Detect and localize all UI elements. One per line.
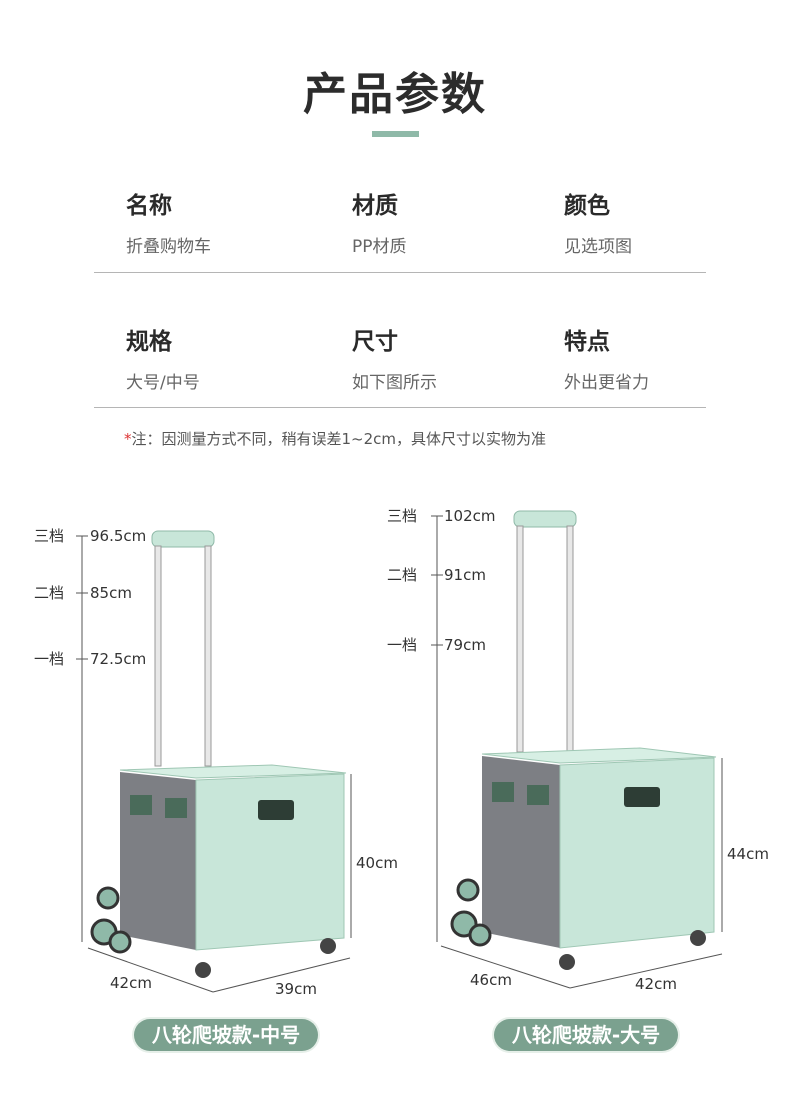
title-underline (372, 131, 419, 137)
handle-grip (513, 510, 577, 528)
model-badge-large: 八轮爬坡款-大号 (494, 1019, 678, 1051)
handle-slot (258, 800, 294, 820)
note-star: * (124, 430, 132, 448)
depth-dim-line (440, 945, 571, 989)
level-height: 85cm (90, 584, 132, 602)
spec-color: 颜色 见选项图 (564, 186, 632, 257)
spec-value: 见选项图 (564, 237, 632, 257)
box-depth: 46cm (470, 971, 512, 989)
stair-wheel (108, 930, 132, 954)
handle-slot (624, 787, 660, 807)
spec-label: 规格 (126, 329, 172, 355)
measurement-note: *注：因测量方式不同，稍有误差1~2cm，具体尺寸以实物为准 (124, 428, 546, 449)
product-illustrations: 三档 96.5cm 二档 85cm 一档 72.5cm 40cm 42cm (34, 507, 769, 998)
handle-pole (566, 525, 574, 753)
box-front-panel (559, 757, 715, 949)
level-label: 三档 (34, 527, 64, 545)
spec-value: 外出更省力 (564, 373, 649, 393)
level-height: 102cm (444, 507, 496, 525)
spec-value: 大号/中号 (126, 373, 200, 393)
handle-grip (151, 530, 215, 548)
level-height: 79cm (444, 636, 486, 654)
box-height: 40cm (356, 854, 398, 872)
cart-large: 三档 102cm 二档 91cm 一档 79cm 44cm 46cm 42cm (387, 507, 769, 993)
stair-wheel (96, 886, 120, 910)
level-label: 一档 (387, 636, 417, 654)
side-window (130, 795, 152, 815)
caster-wheel (559, 954, 575, 970)
spec-feature: 特点 外出更省力 (564, 322, 649, 393)
level-label: 三档 (387, 507, 417, 525)
spec-label: 名称 (126, 193, 172, 219)
caster-wheel (195, 962, 211, 978)
divider (94, 272, 706, 273)
spec-value: 折叠购物车 (126, 237, 211, 257)
box-height: 44cm (727, 845, 769, 863)
width-dim-line (212, 957, 351, 993)
stair-wheel (456, 878, 480, 902)
spec-material: 材质 PP材质 (352, 186, 407, 257)
stair-wheel (468, 923, 492, 947)
model-badge-medium: 八轮爬坡款-中号 (134, 1019, 318, 1051)
spec-value: 如下图所示 (352, 373, 437, 393)
side-window (527, 785, 549, 805)
box-depth: 42cm (110, 974, 152, 992)
box-width: 39cm (275, 980, 317, 998)
side-window (492, 782, 514, 802)
page-title: 产品参数 (303, 69, 487, 120)
side-window (165, 798, 187, 818)
spec-row-1: 名称 折叠购物车 材质 PP材质 颜色 见选项图 (0, 186, 790, 266)
spec-size-class: 规格 大号/中号 (126, 322, 200, 393)
spec-label: 颜色 (564, 193, 610, 219)
spec-name: 名称 折叠购物车 (126, 186, 211, 257)
depth-dim-line (87, 947, 214, 993)
handle-pole (154, 545, 162, 767)
handle-pole (516, 525, 524, 753)
caster-wheel (690, 930, 706, 946)
spec-label: 材质 (352, 193, 398, 219)
handle-pole (204, 545, 212, 767)
cart-medium: 三档 96.5cm 二档 85cm 一档 72.5cm 40cm 42cm (34, 527, 398, 998)
spec-row-2: 规格 大号/中号 尺寸 如下图所示 特点 外出更省力 (0, 322, 790, 402)
caster-wheel (320, 938, 336, 954)
box-width: 42cm (635, 975, 677, 993)
level-label: 一档 (34, 650, 64, 668)
width-dim-line (569, 953, 723, 989)
divider (94, 407, 706, 408)
spec-label: 尺寸 (352, 329, 398, 355)
level-height: 96.5cm (90, 527, 146, 545)
level-height: 72.5cm (90, 650, 146, 668)
box-lid (481, 747, 717, 764)
box-lid (119, 764, 347, 779)
level-label: 二档 (387, 566, 417, 584)
spec-value: PP材质 (352, 237, 407, 257)
spec-dimensions: 尺寸 如下图所示 (352, 322, 437, 393)
note-text: 注：因测量方式不同，稍有误差1~2cm，具体尺寸以实物为准 (131, 430, 547, 448)
level-label: 二档 (34, 584, 64, 602)
level-height: 91cm (444, 566, 486, 584)
spec-label: 特点 (564, 329, 610, 355)
box-front-panel (195, 773, 345, 951)
